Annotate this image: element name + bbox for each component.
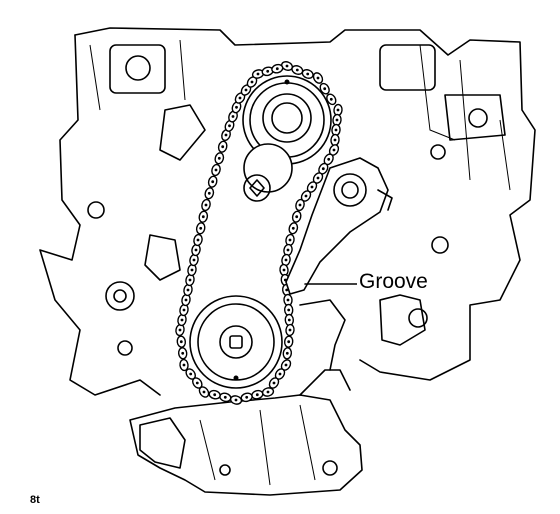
chain-pin — [214, 168, 218, 172]
chain-pin — [333, 138, 337, 142]
chain-pin — [182, 363, 186, 367]
chain-pin — [196, 238, 200, 242]
chain-pin — [336, 108, 340, 112]
chain-pin — [287, 308, 291, 312]
chain-pin — [298, 203, 302, 207]
chain-pin — [188, 278, 192, 282]
chain-pin — [284, 363, 288, 367]
chain-pin — [192, 258, 196, 262]
intermediate-gear — [243, 143, 293, 202]
chain-pin — [189, 372, 193, 376]
chain-pin — [245, 395, 249, 399]
chain-pin — [286, 298, 290, 302]
chain-pin — [327, 157, 331, 161]
chain-pin — [190, 268, 194, 272]
chain-pin — [217, 156, 221, 160]
chain-pin — [291, 226, 295, 230]
chain-pin — [228, 124, 231, 128]
chain-pin — [201, 215, 205, 219]
chain-pin — [285, 288, 289, 292]
chain-pin — [278, 372, 282, 376]
chain-tensioner-arm — [285, 157, 393, 295]
chain-pin — [223, 395, 227, 399]
chain-pin — [199, 226, 203, 230]
chain-pin — [321, 167, 325, 171]
crankshaft-sprocket — [189, 295, 283, 389]
chain-pin — [284, 258, 288, 262]
engine-block — [39, 27, 536, 396]
chain-pin — [195, 381, 199, 385]
chain-pin — [285, 64, 289, 68]
chain-pin — [285, 351, 289, 355]
chain-pin — [256, 72, 260, 76]
chain-pin — [323, 87, 327, 91]
chain-pin — [182, 308, 186, 312]
chain-pin — [335, 118, 339, 122]
oil-pump-housing — [129, 299, 363, 496]
chain-pin — [221, 145, 225, 149]
chain-pin — [306, 72, 310, 76]
chain-pin — [288, 238, 292, 242]
chain-pin — [194, 248, 198, 252]
chain-pin — [202, 390, 206, 394]
chain-pin — [272, 381, 276, 385]
chain-pin — [295, 68, 299, 72]
chain-pin — [334, 128, 338, 132]
chain-pin — [179, 340, 183, 344]
chain-pin — [266, 69, 270, 73]
chain-pin — [332, 148, 336, 152]
camshaft-sprocket — [242, 75, 332, 165]
chain-pin — [275, 67, 279, 71]
chain-pin — [250, 80, 254, 84]
chain-pin — [211, 180, 215, 184]
chain-pin — [235, 105, 238, 109]
chain-pin — [180, 318, 184, 322]
chain-pin — [181, 351, 185, 355]
chain-pin — [178, 328, 182, 332]
chain-pin — [266, 390, 270, 394]
chain-pin — [288, 328, 292, 332]
figure-code: 8t — [30, 494, 40, 506]
chain-pin — [207, 191, 211, 195]
chain-pin — [282, 268, 286, 272]
chain-pin — [186, 288, 190, 292]
chain-pin — [329, 97, 333, 101]
chain-pin — [244, 88, 248, 92]
chain-pin — [204, 203, 208, 207]
chain-pin — [304, 194, 308, 198]
chain-pin — [238, 96, 242, 100]
chain-pin — [287, 340, 291, 344]
chain-pin — [255, 393, 259, 397]
chain-pin — [316, 176, 320, 180]
chain-pin — [213, 393, 217, 397]
timing-chain — [175, 61, 343, 405]
chain-pin — [287, 318, 291, 322]
chain-pin — [286, 248, 290, 252]
chain-pin — [295, 215, 299, 219]
chain-pin — [231, 115, 235, 118]
chain-pin — [310, 185, 314, 189]
chain-pin — [184, 298, 188, 302]
chain-pin — [224, 133, 228, 137]
chain-pin — [316, 76, 320, 80]
chain-pin — [234, 398, 238, 402]
groove-label: Groove — [357, 270, 430, 294]
